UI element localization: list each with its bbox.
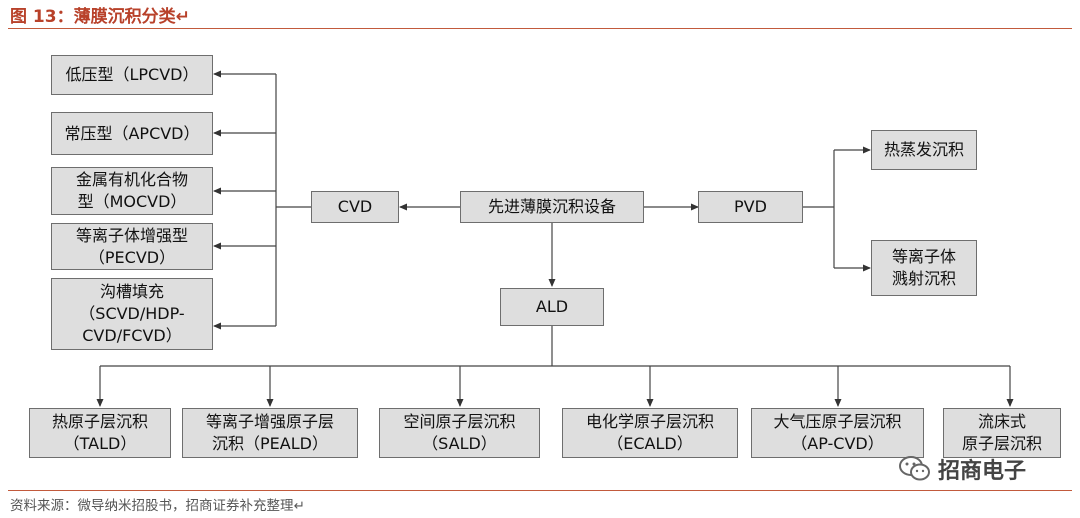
- node-center: 先进薄膜沉积设备: [460, 191, 644, 223]
- node-pvd-child-label: 等离子体 溅射沉积: [891, 247, 956, 288]
- node-cvd-child: 金属有机化合物 型（MOCVD）: [51, 167, 213, 215]
- node-pvd-child-label: 热蒸发沉积: [883, 140, 964, 159]
- bottom-rule: [8, 490, 1072, 491]
- node-ald-child: 空间原子层沉积 （SALD）: [379, 408, 540, 458]
- watermark: 招商电子: [898, 452, 1026, 486]
- top-rule: [8, 28, 1072, 29]
- node-cvd-child-label: 沟槽填充 （SCVD/HDP- CVD/FCVD）: [79, 282, 185, 345]
- node-cvd-child-label: 常压型（APCVD）: [64, 123, 200, 143]
- node-ald-child-label: 电化学原子层沉积 （ECALD）: [585, 412, 714, 453]
- node-cvd: CVD: [311, 191, 399, 223]
- wechat-icon: [899, 456, 930, 481]
- figure-title: 图 13：薄膜沉积分类↵: [10, 7, 190, 27]
- node-cvd-label: CVD: [337, 197, 373, 216]
- node-ald-child: 电化学原子层沉积 （ECALD）: [562, 408, 738, 458]
- node-ald: ALD: [500, 288, 604, 326]
- node-cvd-child: 沟槽填充 （SCVD/HDP- CVD/FCVD）: [51, 278, 213, 350]
- node-ald-child-label: 热原子层沉积 （TALD）: [51, 412, 148, 453]
- node-ald-child: 等离子增强原子层 沉积（PEALD）: [182, 408, 358, 458]
- node-cvd-child: 低压型（LPCVD）: [51, 55, 213, 95]
- watermark-text: 招商电子: [938, 459, 1027, 484]
- figure-source: 资料来源：微导纳米招股书，招商证券补充整理↵: [10, 498, 305, 514]
- node-cvd-child: 等离子体增强型 （PECVD）: [51, 223, 213, 270]
- node-ald-child-label: 等离子增强原子层 沉积（PEALD）: [205, 412, 334, 453]
- node-ald-child-label: 流床式 原子层沉积: [961, 412, 1042, 453]
- node-cvd-child-label: 金属有机化合物 型（MOCVD）: [75, 170, 188, 211]
- node-ald-child: 大气压原子层沉积 （AP-CVD）: [751, 408, 924, 458]
- node-pvd: PVD: [698, 191, 803, 223]
- node-ald-label: ALD: [535, 297, 569, 316]
- node-ald-child: 流床式 原子层沉积: [943, 408, 1061, 458]
- node-cvd-child-label: 等离子体增强型 （PECVD）: [75, 225, 188, 267]
- node-pvd-child: 等离子体 溅射沉积: [871, 240, 977, 296]
- node-center-label: 先进薄膜沉积设备: [487, 197, 616, 216]
- node-pvd-label: PVD: [734, 197, 767, 216]
- node-cvd-child: 常压型（APCVD）: [51, 112, 213, 155]
- node-ald-child: 热原子层沉积 （TALD）: [29, 408, 171, 458]
- node-pvd-child: 热蒸发沉积: [871, 130, 977, 170]
- node-ald-child-label: 空间原子层沉积 （SALD）: [403, 412, 516, 453]
- node-ald-child-label: 大气压原子层沉积 （AP-CVD）: [773, 412, 902, 453]
- node-cvd-child-label: 低压型（LPCVD）: [65, 65, 199, 84]
